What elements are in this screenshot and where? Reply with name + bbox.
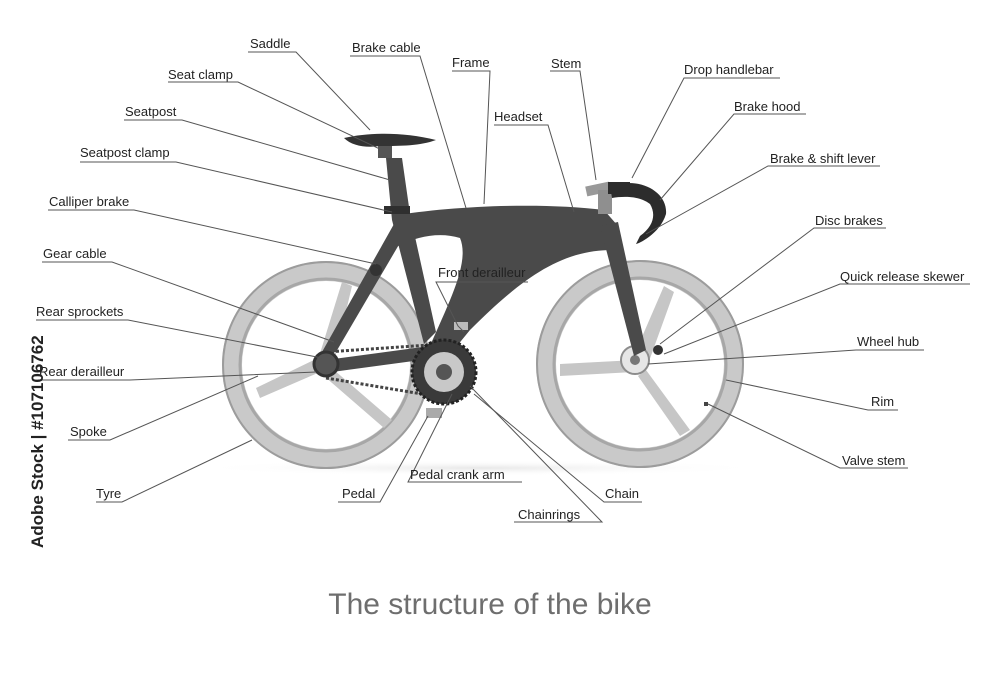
label-quick-release-skewer: Quick release skewer <box>840 269 965 284</box>
label-spoke: Spoke <box>70 424 107 439</box>
label-pedal-crank-arm: Pedal crank arm <box>410 467 505 482</box>
stock-credit: Adobe Stock | #107106762 <box>28 335 47 548</box>
front-wheel <box>536 260 744 468</box>
label-disc-brakes: Disc brakes <box>815 213 883 228</box>
label-brake-cable: Brake cable <box>352 40 421 55</box>
label-front-derailleur: Front derailleur <box>438 265 526 280</box>
label-frame: Frame <box>452 55 490 70</box>
label-saddle: Saddle <box>250 36 291 51</box>
label-rear-sprockets: Rear sprockets <box>36 304 124 319</box>
label-valve-stem: Valve stem <box>842 453 906 468</box>
diagram-title: The structure of the bike <box>328 588 652 621</box>
label-headset: Headset <box>494 109 543 124</box>
label-calliper-brake: Calliper brake <box>49 194 130 209</box>
label-brake-hood: Brake hood <box>734 99 801 114</box>
label-rear-derailleur: Rear derailleur <box>39 364 125 379</box>
leader-lines <box>36 51 970 523</box>
cockpit <box>585 181 667 244</box>
label-seat-clamp: Seat clamp <box>168 67 234 82</box>
label-pedal: Pedal <box>342 486 376 501</box>
label-drop-handlebar: Drop handlebar <box>684 62 774 77</box>
saddle-assembly <box>344 133 436 214</box>
label-wheel-hub: Wheel hub <box>857 334 920 349</box>
label-chainrings: Chainrings <box>518 507 581 522</box>
label-chain: Chain <box>605 486 639 501</box>
frame <box>322 158 646 372</box>
label-seatpost: Seatpost <box>125 104 177 119</box>
label-brake-shift-lever: Brake & shift lever <box>770 151 876 166</box>
label-stem: Stem <box>551 56 582 71</box>
label-tyre: Tyre <box>96 486 122 501</box>
drivetrain <box>312 264 663 418</box>
label-rim: Rim <box>871 394 895 409</box>
label-gear-cable: Gear cable <box>43 246 107 261</box>
label-seatpost-clamp: Seatpost clamp <box>80 145 170 160</box>
